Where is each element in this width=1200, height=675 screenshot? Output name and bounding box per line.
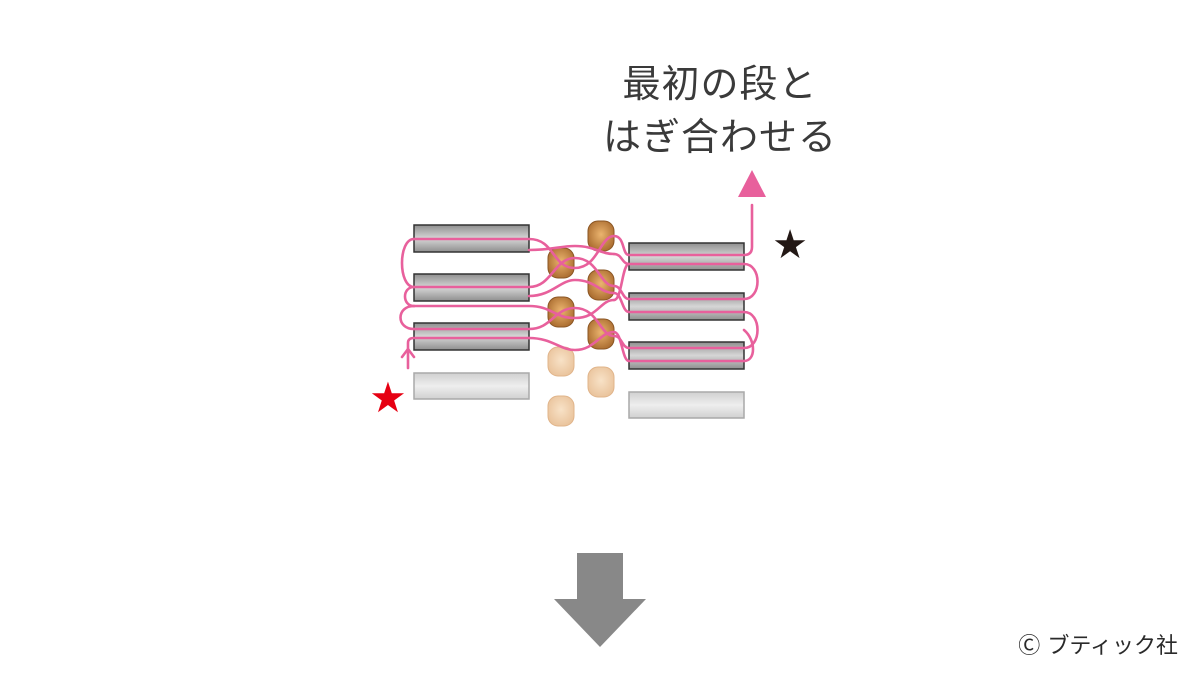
- thread-segment: [412, 256, 616, 289]
- thread-loop: [403, 285, 416, 308]
- caption-line-2: はぎ合わせる: [602, 115, 837, 159]
- thread-start-arrowhead: [400, 347, 416, 359]
- thread-segment: [527, 244, 616, 256]
- bugle-bead: [628, 341, 745, 370]
- thread-segment: [612, 330, 746, 363]
- seed-bead-faded: [587, 366, 615, 398]
- thread-segment: [612, 262, 631, 302]
- seed-bead-faded: [547, 346, 575, 377]
- thread-segment: [612, 291, 746, 314]
- thread-loop: [742, 262, 759, 301]
- step-caption: 最初の段と はぎ合わせる: [560, 58, 880, 164]
- thread-segment: [412, 306, 616, 338]
- thread-segment: [612, 284, 746, 301]
- thread-segment: [612, 203, 754, 257]
- thread-segment: [527, 278, 616, 298]
- end-star-icon: ★: [772, 222, 808, 268]
- thread-segment: [527, 330, 616, 352]
- copyright-notice: Ⓒ ブティック社: [1018, 628, 1178, 660]
- down-arrow-icon: [554, 553, 646, 647]
- bugle-bead-faded: [413, 372, 530, 400]
- publisher-name: ブティック社: [1047, 634, 1178, 659]
- caption-line-1: 最初の段と: [622, 62, 818, 106]
- thread-loop: [742, 328, 755, 363]
- thread-path: [399, 203, 759, 370]
- bugle-bead: [413, 322, 530, 351]
- thread-segment: [612, 334, 746, 350]
- thread-segment: [412, 298, 616, 320]
- bugle-bead: [628, 292, 745, 321]
- thread-loop: [742, 310, 759, 350]
- thread-segment: [406, 336, 531, 370]
- thread-loop: [400, 237, 416, 289]
- thread-segment: [412, 234, 616, 270]
- thread-loop: [399, 304, 416, 331]
- bugle-bead: [628, 242, 745, 271]
- copyright-icon: Ⓒ: [1018, 634, 1041, 659]
- arrow-up-icon: [738, 170, 766, 197]
- bugle-bead-faded: [628, 391, 745, 419]
- start-star-icon: ★: [369, 373, 407, 422]
- seed-bead-faded: [547, 395, 575, 427]
